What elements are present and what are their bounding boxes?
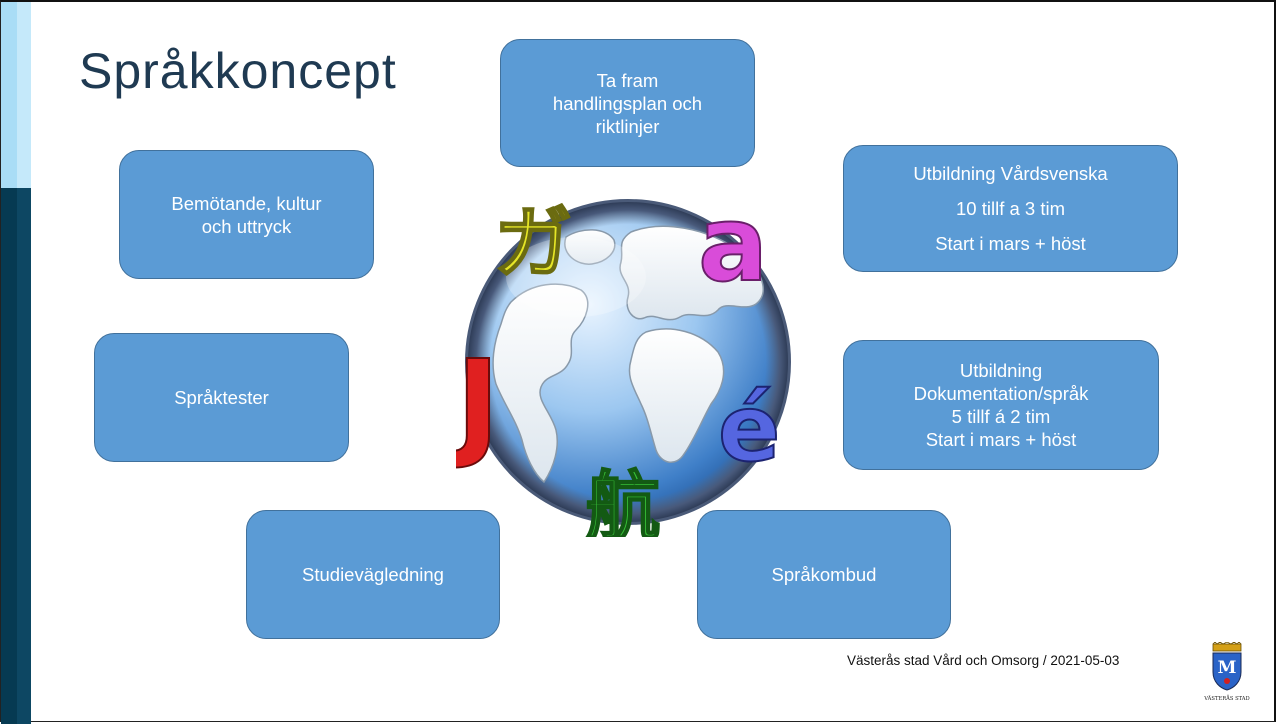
glyph-j: J xyxy=(456,334,500,472)
box-spraktester-label: Språktester xyxy=(174,387,269,408)
logo-caption: VÄSTERÅS STAD xyxy=(1203,694,1249,702)
box-dokumentation-line-2: Dokumentation/språk xyxy=(913,383,1089,404)
globe-highlight xyxy=(506,237,646,317)
box-vardsvenska-line-1: Utbildning Vårdsvenska xyxy=(913,163,1108,184)
box-handlingsplan-line-1: Ta fram xyxy=(596,69,659,91)
globe-continent-africa xyxy=(628,328,725,463)
glyph-a: a xyxy=(698,183,768,305)
box-vardsvenska: Utbildning Vårdsvenska 10 tillf a 3 tim … xyxy=(843,145,1178,272)
box-handlingsplan-line-3: riktlinjer xyxy=(595,115,660,137)
box-bemotande-line-1: Bemötande, kultur xyxy=(171,192,322,214)
glyph-katakana: ガ xyxy=(494,199,572,289)
box-studievagledning-label: Studievägledning xyxy=(302,564,444,585)
box-dokumentation-line-3: 5 tillf á 2 tim xyxy=(951,406,1051,427)
box-handlingsplan-line-2: handlingsplan och xyxy=(552,92,703,114)
box-spraktester: Språktester xyxy=(94,333,349,462)
box-handlingsplan: Ta fram handlingsplan och riktlinjer xyxy=(500,39,755,167)
globe-continent-greenland xyxy=(564,229,616,265)
sidebar-accent-light-edge xyxy=(17,2,31,188)
box-bemotande: Bemötande, kultur och uttryck xyxy=(119,150,374,279)
glyph-e-acute: é xyxy=(718,375,780,482)
logo-crown xyxy=(1212,643,1242,652)
box-vardsvenska-line-2: 10 tillf a 3 tim xyxy=(956,198,1065,219)
box-bemotande-line-2: och uttryck xyxy=(201,215,292,237)
slide-title: Språkkoncept xyxy=(79,43,397,99)
box-sprakombud-label: Språkombud xyxy=(771,564,877,585)
sidebar-accent-dark-edge xyxy=(17,188,31,724)
globe-continent-eurasia xyxy=(619,225,764,321)
glyph-kanji: 航 xyxy=(586,464,660,537)
logo-crown-teeth xyxy=(1212,642,1242,645)
box-dokumentation: Utbildning Dokumentation/språk 5 tillf á… xyxy=(843,340,1159,470)
logo-emblem xyxy=(1224,678,1230,684)
box-studievagledning: Studievägledning xyxy=(246,510,500,639)
box-vardsvenska-line-3: Start i mars + höst xyxy=(935,233,1086,254)
box-dokumentation-line-1: Utbildning xyxy=(959,360,1043,381)
box-sprakombud: Språkombud xyxy=(697,510,951,639)
box-dokumentation-line-4: Start i mars + höst xyxy=(925,429,1077,450)
logo-shield xyxy=(1212,652,1242,691)
globe-languages-icon: ガ a J é 航 xyxy=(456,182,791,537)
globe-continent-america xyxy=(492,283,589,484)
vasteras-stad-logo: M VÄSTERÅS STAD xyxy=(1203,642,1250,702)
footer-text: Västerås stad Vård och Omsorg / 2021-05-… xyxy=(847,653,1120,668)
logo-monogram: M xyxy=(1218,658,1237,678)
